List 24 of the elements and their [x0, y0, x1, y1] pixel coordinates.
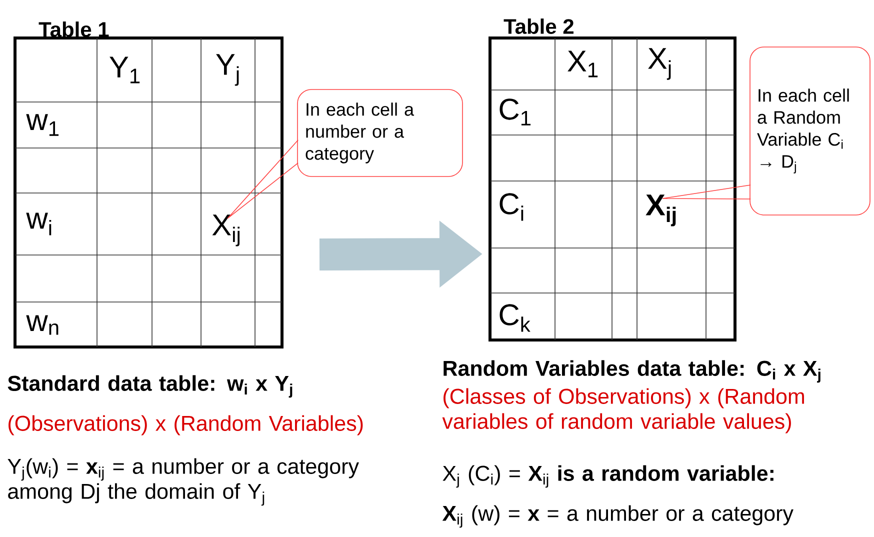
heading: Standard data table: w$_{i}$ x Y$_{j}$ — [8, 375, 292, 398]
cell-label: C$_{k}$ — [500, 304, 530, 332]
leader-line — [662, 184, 751, 200]
cell-label: w$_{n}$ — [26, 315, 58, 335]
cell-label: Y$_{j}$ — [216, 54, 239, 86]
cell-label: w$_{i}$ — [26, 212, 52, 236]
table-heading: Table 2 — [504, 18, 574, 34]
leader-line — [227, 140, 298, 219]
note-text: X$_{ij}$ (w) = x = a number or a category — [442, 505, 794, 528]
cell-value: X$_{ij}$ — [646, 194, 676, 226]
callout-bubble: In each cell a Random Variable C$_{i}$ → D$_{j}$ — [750, 46, 870, 216]
callout-bubble: In each cell a number or a category — [297, 89, 463, 177]
cell-label: C$_{i}$ — [500, 193, 524, 221]
cell-label: Y$_{1}$ — [110, 56, 140, 84]
note-text: (Observations) x (Random Variables) — [8, 415, 363, 436]
note-text: Y$_{j}$(w$_{i}$) = x$_{ij}$ = a number or a category among Dj the domain of Y$_{j}$ — [8, 458, 359, 506]
cell-label: X$_{1}$ — [568, 50, 598, 78]
cell-label: w$_{1}$ — [26, 114, 59, 136]
cell-label: C$_{1}$ — [500, 98, 531, 126]
note-text: (Classes of Observations) x (Random variables of random variable values) — [442, 388, 804, 434]
cell-label: X$_{j}$ — [648, 48, 671, 80]
note-text: X$_{j}$ (C$_{i}$) = X$_{ij}$ is a random variable: — [442, 465, 774, 488]
heading: Random Variables data table: C$_{i}$ x X$_{j}$ — [444, 360, 820, 383]
cell-value: X$_{ij}$ — [212, 214, 240, 246]
